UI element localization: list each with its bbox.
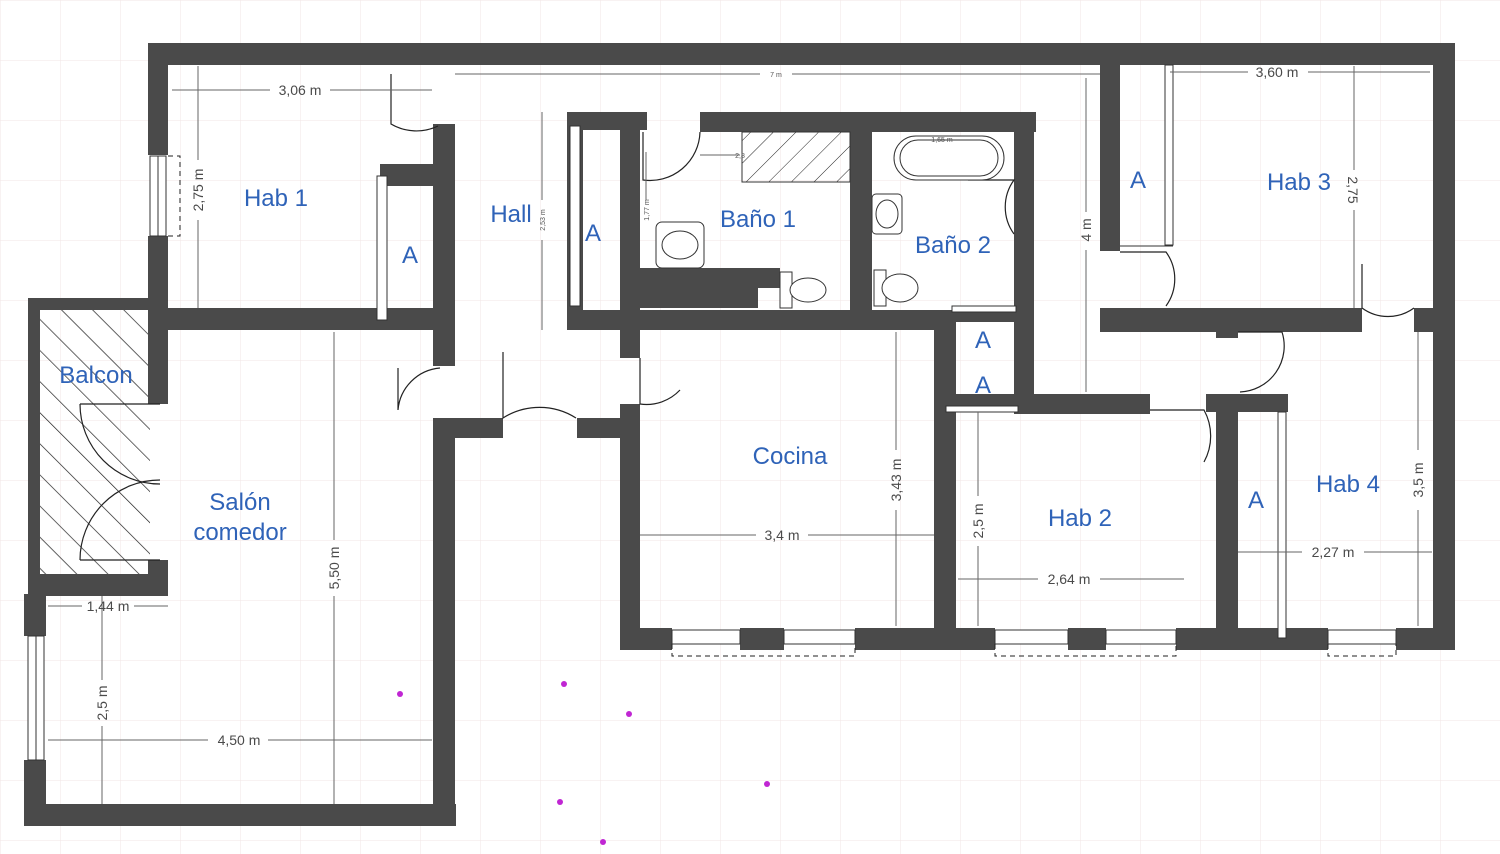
closet-label: A bbox=[1248, 487, 1264, 514]
dim-hab4-width: 2,27 m bbox=[1312, 544, 1355, 560]
dim-cocina-width: 3,4 m bbox=[764, 527, 799, 543]
room-label-bano2: Baño 2 bbox=[915, 232, 991, 259]
dim-bano1-height: 1,77 m bbox=[644, 199, 651, 221]
dim-hab3-width: 3,60 m bbox=[1256, 64, 1299, 80]
dim-hab2-height: 2,5 m bbox=[970, 503, 986, 538]
dim-salon-small-height: 2,5 m bbox=[94, 685, 110, 720]
closet-label: A bbox=[402, 242, 418, 269]
dim-cocina-height: 3,43 m bbox=[888, 459, 904, 502]
dim-hab1-width: 3,06 m bbox=[279, 82, 322, 98]
dim-corridor-length: 7 m bbox=[770, 72, 782, 79]
dim-hab3-height: 2,75 bbox=[1345, 176, 1361, 203]
room-label-salon: Salón bbox=[209, 489, 270, 516]
room-label-hall: Hall bbox=[490, 201, 531, 228]
dim-salon-height: 5,50 m bbox=[326, 547, 342, 590]
closet-label: A bbox=[975, 372, 991, 399]
dim-balcony-width: 1,44 m bbox=[87, 598, 130, 614]
dimension-lines bbox=[48, 66, 1432, 804]
dim-corridor-height: 4 m bbox=[1078, 218, 1094, 241]
dim-hab2-width: 2,64 m bbox=[1048, 571, 1091, 587]
dim-bathtub-length: 1,65 m bbox=[931, 137, 953, 144]
closet-label: A bbox=[1130, 167, 1146, 194]
room-label-hab1: Hab 1 bbox=[244, 185, 308, 212]
dim-salon-width: 4,50 m bbox=[218, 732, 261, 748]
room-label-hab4: Hab 4 bbox=[1316, 471, 1380, 498]
fixtures bbox=[655, 131, 1005, 309]
closets bbox=[376, 64, 1287, 639]
room-label-comedor: comedor bbox=[193, 519, 286, 546]
doors bbox=[79, 74, 1415, 561]
dim-hall-height: 2,53 m bbox=[540, 209, 547, 231]
marker-dots bbox=[397, 681, 770, 845]
windows bbox=[27, 155, 1397, 761]
walls bbox=[24, 43, 1455, 826]
dim-hab4-height: 3,5 m bbox=[1410, 462, 1426, 497]
room-label-hab2: Hab 2 bbox=[1048, 505, 1112, 532]
closet-label: A bbox=[975, 327, 991, 354]
balcony-hatch bbox=[38, 308, 150, 576]
shower-icon bbox=[741, 131, 851, 183]
closet-label: A bbox=[585, 220, 601, 247]
dim-bano1-door: 2,8 bbox=[735, 153, 745, 160]
room-labels: Hab 1 Hall Baño 1 Baño 2 Hab 3 Balcon Sa… bbox=[59, 167, 1380, 546]
room-label-bano1: Baño 1 bbox=[720, 206, 796, 233]
dimension-labels: 3,06 m 2,75 m 7 m 3,60 m 2,75 4 m 2,53 m… bbox=[87, 64, 1426, 748]
room-label-balcon: Balcon bbox=[59, 362, 132, 389]
dim-hab1-height: 2,75 m bbox=[190, 169, 206, 212]
room-label-cocina: Cocina bbox=[753, 443, 828, 470]
room-label-hab3: Hab 3 bbox=[1267, 169, 1331, 196]
